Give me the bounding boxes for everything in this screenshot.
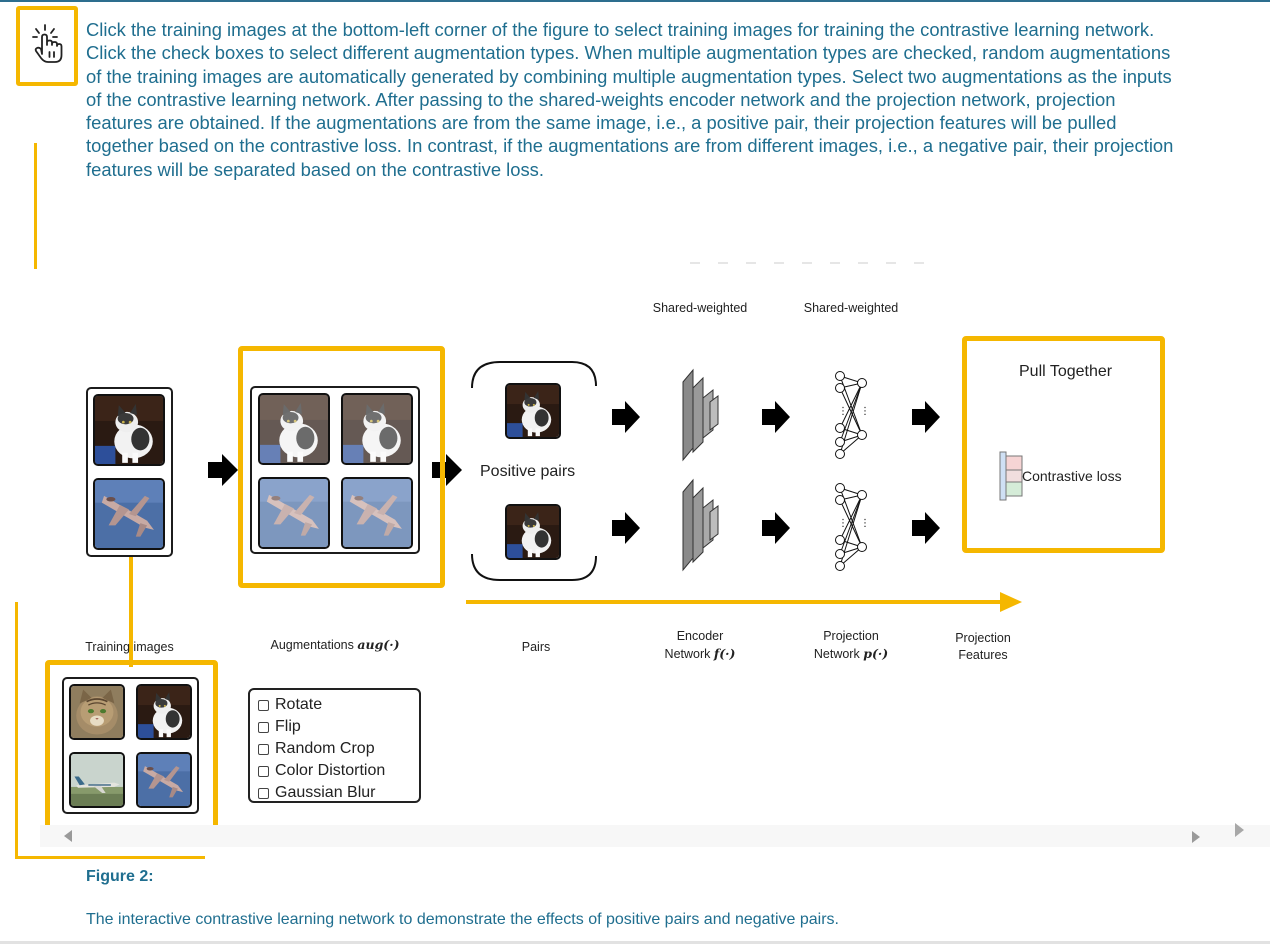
pair-image-2 (505, 504, 561, 560)
arrow-proj2-to-features (912, 512, 940, 544)
arrow-aug-to-pairs (432, 454, 462, 486)
highlight-connector-line (34, 143, 37, 269)
pull-together-label: Pull Together (1019, 363, 1113, 380)
projection-network-top: ⋮ ⋮ (835, 371, 870, 459)
pairs-bracket (471, 361, 597, 389)
random-crop-label: Random Crop (275, 740, 375, 757)
arrow-pair2-to-encoder (612, 512, 640, 544)
gaussian-blur-option[interactable]: Gaussian Blur (258, 782, 419, 804)
pointer-click-hand-icon (32, 24, 63, 63)
top-border (0, 0, 1270, 2)
svg-text:⋮: ⋮ (838, 518, 848, 529)
encoder-network-bottom (682, 478, 719, 572)
scroll-left-icon[interactable] (64, 830, 72, 842)
faint-dashes (690, 262, 924, 264)
hand-icon-frame (16, 6, 78, 86)
horizontal-scrollbar[interactable] (40, 825, 1270, 847)
augmented-image-3[interactable] (258, 477, 330, 549)
bottom-border (0, 941, 1270, 944)
training-image-black-white-cat[interactable] (136, 684, 192, 740)
figure-caption-title: Figure 2: (86, 868, 154, 885)
arrow-training-to-aug (208, 454, 238, 486)
augmentations-label: Augmentations aug(·) (270, 637, 400, 652)
projection-network-label: Projection Network p(·) (813, 629, 889, 661)
positive-pairs-label: Positive pairs (480, 463, 576, 480)
training-image-airplane[interactable] (69, 752, 125, 808)
rotate-checkbox[interactable] (258, 699, 269, 711)
selected-image-cat[interactable] (93, 394, 165, 466)
arrow-pair1-to-encoder (612, 401, 640, 433)
projection-network-bottom: ⋮ ⋮ (835, 483, 870, 571)
color-distortion-label: Color Distortion (275, 762, 386, 779)
encoder-network-label: Encoder Network f(·) (664, 629, 736, 661)
random-crop-option[interactable]: Random Crop (258, 738, 419, 760)
highlight-flow-arrow (466, 592, 1022, 612)
svg-text:⋮: ⋮ (838, 406, 848, 417)
pairs-label: Pairs (521, 640, 551, 654)
contrastive-learning-figure: ⋮ ⋮ ⋮ ⋮ (0, 262, 1270, 860)
network-diagram: ⋮ ⋮ ⋮ ⋮ (15, 262, 1023, 859)
flip-label: Flip (275, 718, 301, 735)
flow-arrows (208, 401, 940, 544)
training-image-tabby-cat[interactable] (69, 684, 125, 740)
scroll-right-icon[interactable] (1192, 831, 1200, 843)
augmented-image-1[interactable] (258, 393, 330, 465)
augmented-images (250, 386, 420, 554)
pair-image-1 (505, 383, 561, 439)
flip-checkbox[interactable] (258, 721, 269, 733)
highlight-left-bracket (15, 602, 205, 859)
color-distortion-checkbox[interactable] (258, 765, 269, 777)
contrastive-loss-icon (999, 451, 1023, 501)
augmented-image-4[interactable] (341, 477, 413, 549)
selected-training-images (86, 387, 173, 557)
arrow-proj1-to-features (912, 401, 940, 433)
training-image-fighter-jet[interactable] (136, 752, 192, 808)
shared-weighted-label-projection: Shared-weighted (803, 301, 899, 315)
shared-weighted-label-encoder: Shared-weighted (652, 301, 748, 315)
color-distortion-option[interactable]: Color Distortion (258, 760, 419, 782)
flip-option[interactable]: Flip (258, 716, 419, 738)
random-crop-checkbox[interactable] (258, 743, 269, 755)
projection-features-label: Projection Features (955, 631, 1011, 662)
arrow-encoder2-to-proj (762, 512, 790, 544)
training-images-grid (62, 677, 199, 814)
scroll-right-outer-icon[interactable] (1235, 823, 1244, 837)
figure-caption-text: The interactive contrastive learning net… (86, 911, 839, 928)
training-images-label: Training images (85, 640, 174, 654)
augmented-image-2[interactable] (341, 393, 413, 465)
gaussian-blur-checkbox[interactable] (258, 787, 269, 799)
encoder-network-top (682, 368, 719, 462)
selected-image-jet[interactable] (93, 478, 165, 550)
instruction-text: Click the training images at the bottom-… (86, 19, 1174, 180)
pairs-bracket-bottom (471, 553, 597, 581)
contrastive-loss-label: Contrastive loss (1022, 468, 1122, 484)
svg-text:⋮: ⋮ (860, 518, 870, 529)
gaussian-blur-label: Gaussian Blur (275, 784, 376, 801)
rotate-label: Rotate (275, 696, 323, 713)
augmentations-highlight (238, 346, 445, 588)
projection-features-highlight (962, 336, 1165, 553)
arrow-encoder1-to-proj (762, 401, 790, 433)
rotate-option[interactable]: Rotate (258, 694, 419, 716)
svg-text:⋮: ⋮ (860, 406, 870, 417)
augmentation-checklist: Rotate Flip Random Crop Color Distortion… (248, 688, 421, 803)
